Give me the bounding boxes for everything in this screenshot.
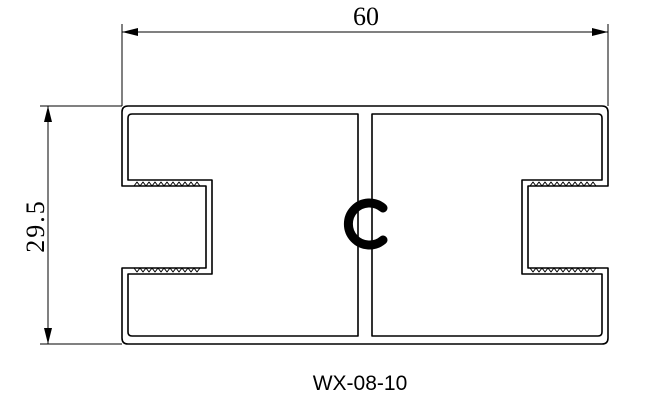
width-dimension [121, 24, 609, 106]
height-dimension-label: 29.5 [21, 199, 50, 253]
width-dimension-label: 60 [353, 2, 379, 31]
aluminum-profile [121, 105, 609, 345]
height-arrow-bottom [44, 328, 52, 344]
profile-right-chamber [371, 113, 603, 337]
part-number-label: WX-08-10 [313, 372, 408, 395]
height-dimension [40, 105, 122, 345]
width-arrow-right [592, 28, 608, 36]
profile-center-hook [343, 198, 388, 250]
profile-left-serrations [133, 181, 201, 273]
height-arrow-top [44, 106, 52, 122]
profile-left-chamber [127, 113, 359, 337]
profile-outer-contour [121, 105, 609, 345]
profile-right-serrations [529, 181, 597, 273]
width-arrow-left [122, 28, 138, 36]
